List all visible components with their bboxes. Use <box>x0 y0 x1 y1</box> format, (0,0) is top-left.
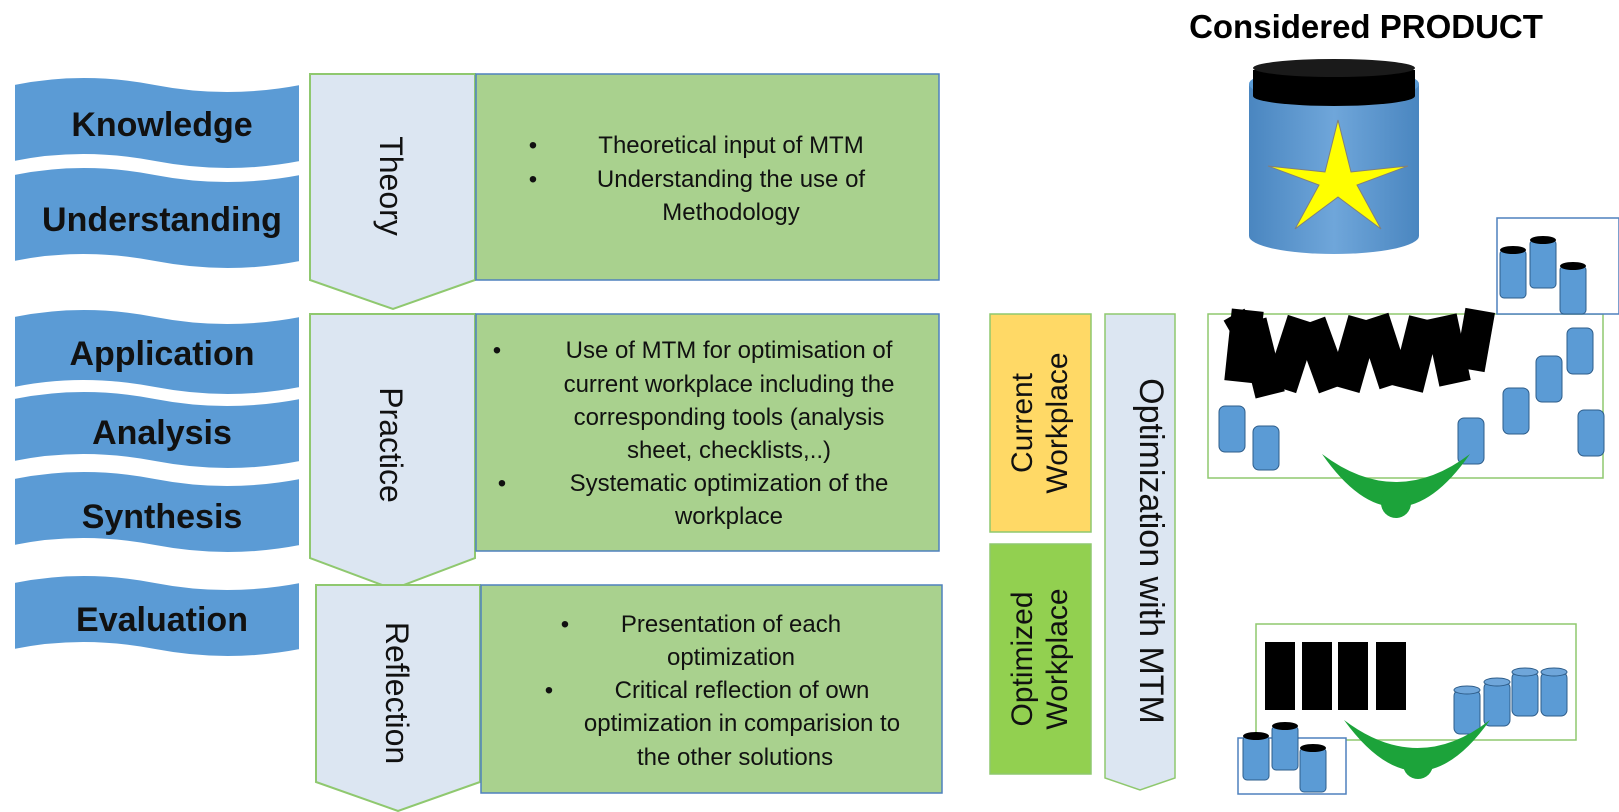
bullet-line: Critical reflection of own <box>615 677 870 704</box>
level-banner-application: Application <box>13 308 301 396</box>
bullet-line: corresponding tools (analysis <box>574 404 885 431</box>
optimized-workplace-illustration <box>1237 623 1577 795</box>
level-evaluation-label: Evaluation <box>76 601 248 639</box>
ordered-parts-icon <box>1265 642 1406 710</box>
content-box-reflection: • Presentation of each optimization • Cr… <box>480 584 943 794</box>
bins-icon <box>1499 236 1587 315</box>
level-understanding-label: Understanding <box>42 201 282 239</box>
phase-chevron-practice: Practice <box>309 313 476 591</box>
bullet-line: Systematic optimization of the <box>570 470 889 497</box>
level-banner-synthesis: Synthesis <box>13 470 301 554</box>
scattered-parts-icon <box>1223 307 1495 399</box>
bullet-line: current workplace including the <box>564 371 895 398</box>
optimized-workplace-line-1: Optimized <box>1006 591 1039 726</box>
phase-chevron-reflection: Reflection <box>315 584 481 812</box>
phase-practice-label: Practice <box>373 387 409 503</box>
bullet-line: Understanding the use of <box>597 166 866 193</box>
optimized-workplace-line-2: Workplace <box>1041 588 1074 729</box>
level-application-label: Application <box>69 335 254 373</box>
current-workplace-box: Current Workplace <box>989 313 1092 533</box>
svg-text:•: • <box>498 470 506 497</box>
optimization-arrow: Optimization with MTM <box>1104 313 1176 791</box>
bullet-line: Methodology <box>662 199 799 226</box>
current-workplace-line-1: Current <box>1006 372 1039 473</box>
level-banner-analysis: Analysis <box>13 390 301 470</box>
optimized-workplace-box: Optimized Workplace <box>989 543 1092 775</box>
worker-figure-icon <box>1322 454 1470 518</box>
level-knowledge-label: Knowledge <box>71 106 252 144</box>
bullet-line: workplace <box>674 503 783 530</box>
current-workplace-line-2: Workplace <box>1041 352 1074 493</box>
bullet-line: Use of MTM for optimisation of <box>566 337 893 364</box>
svg-text:•: • <box>529 166 537 193</box>
bullet-line: optimization in comparision to <box>584 710 900 737</box>
optimization-label: Optimization with MTM <box>1132 378 1170 724</box>
level-banner-understanding: Understanding <box>13 166 301 270</box>
scattered-cylinders-icon <box>1218 327 1605 471</box>
level-banner-knowledge: Knowledge <box>13 76 301 170</box>
bullet-line: optimization <box>667 644 795 671</box>
phase-theory-label: Theory <box>373 136 409 236</box>
current-workplace-illustration <box>1207 217 1619 518</box>
content-box-practice: • Use of MTM for optimisation of current… <box>475 313 940 552</box>
bullet-line: Presentation of each <box>621 611 841 638</box>
product-title: Considered PRODUCT <box>1189 8 1543 45</box>
level-analysis-label: Analysis <box>92 414 232 452</box>
product-cylinder-with-star-icon <box>1249 59 1419 254</box>
svg-text:•: • <box>493 337 501 364</box>
content-box-theory: • Theoretical input of MTM • Understandi… <box>475 73 940 281</box>
svg-text:•: • <box>545 677 553 704</box>
reflection-bullet-list: • Presentation of each optimization • Cr… <box>545 611 900 771</box>
ordered-cylinders-icon <box>1453 667 1568 735</box>
phase-reflection-label: Reflection <box>379 622 415 764</box>
practice-bullet-list: • Use of MTM for optimisation of current… <box>493 337 895 530</box>
phase-chevron-theory: Theory <box>309 73 476 311</box>
svg-text:•: • <box>561 611 569 638</box>
theory-bullet-list: • Theoretical input of MTM • Understandi… <box>529 132 866 226</box>
worker-figure-icon <box>1344 720 1490 779</box>
bullet-line: the other solutions <box>637 744 833 771</box>
svg-text:•: • <box>529 132 537 159</box>
level-synthesis-label: Synthesis <box>82 498 243 536</box>
bullet-line: Theoretical input of MTM <box>598 132 863 159</box>
bins-icon <box>1242 722 1327 793</box>
bullet-line: sheet, checklists,..) <box>627 437 831 464</box>
level-banner-evaluation: Evaluation <box>13 574 301 658</box>
